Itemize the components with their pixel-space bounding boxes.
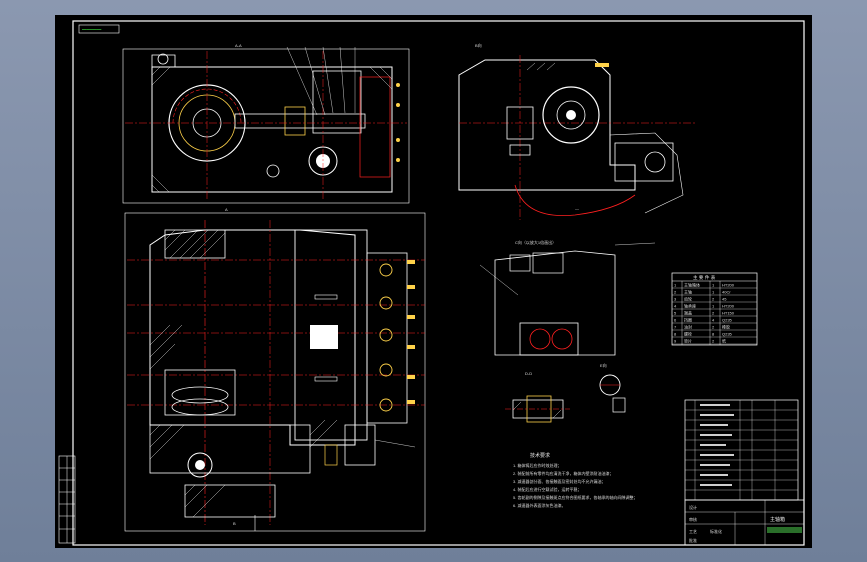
parts-table-cell: 端盖 [684,309,692,315]
parts-table-cell: 主轴箱体 [684,281,700,287]
parts-table-cell: 螺栓 [684,330,692,336]
drawing-tag [78,24,120,34]
parts-table-cell: 1 [674,282,677,287]
detail-view-c: C向（以放大1倍画出） [479,239,656,356]
side-view-label: B向 [475,42,482,48]
parts-table-cell: Q235 [722,317,733,322]
parts-table-cell: 1 [712,289,715,294]
tech-requirements: 技术要求 1. 箱体铸后应作时效处理； 2. 装配前所有零件均应清洗干净，箱体内… [513,452,637,508]
parts-table-cell: 轴承座 [684,302,696,308]
parts-table-cell: 7 [674,324,677,329]
title-row-1: 设计 [689,504,697,510]
parts-table-cell: 齿轮 [684,295,692,301]
drawing-tag-text: ━━━━━━━━ [81,27,102,32]
parts-table-cell: 9 [674,338,677,343]
tech-req-line-2: 2. 装配前所有零件均应清洗干净，箱体内壁涂耐油油漆； [513,470,613,476]
main-view-top: A-A [122,43,410,204]
tech-req-title: 技术要求 [530,452,550,459]
parts-table-cell: 主轴 [684,288,692,294]
main-view-label: A-A [235,43,242,48]
tech-req-line-6: 6. 减速器外表面涂灰色油漆。 [513,502,565,508]
section-e: E向 [599,362,626,413]
detail-view-label: C向（以放大1倍画出） [515,239,556,245]
parts-table-cell: 6 [674,317,677,322]
parts-table-cell: 1 [712,303,715,308]
title-row-4: 标准化 [710,528,722,534]
section-d-d: D-D [505,371,570,423]
tech-req-line-1: 1. 箱体铸后应作时效处理； [513,462,561,468]
parts-table-cell: 4 [674,303,677,308]
side-view: B向 — [458,42,695,220]
parts-table-cell: 橡胶 [722,323,730,329]
parts-table-cell: 1 [712,282,715,287]
parts-table-cell: 40Cr [722,289,731,294]
parts-table-cell: 3 [674,296,677,301]
parts-table-cell: 挡圈 [684,316,692,322]
parts-table-cell: 4 [712,317,715,322]
section-b-marker: B [233,521,236,526]
tech-req-line-5: 5. 齿轮副的侧隙及接触斑点应符合图纸要求，各轴承的轴向间隙调整； [513,494,637,500]
title-row-3: 工艺 [689,529,697,534]
drawing-svg: ━━━━━━━━ A-A [58,20,805,546]
parts-table-cell: 2 [712,324,715,329]
parts-table-cell: 8 [674,331,677,336]
tech-req-line-3: 3. 减速器剖分面、各接触面及密封处均不允许漏油； [513,478,605,484]
drawing-sheet: ━━━━━━━━ A-A [55,15,812,548]
revision-strip [58,455,76,544]
parts-table-title: 主 要 件 表 [693,274,716,281]
section-e-label: E向 [600,362,607,368]
parts-table-cell: 纸 [722,337,726,343]
parts-table-cell: 45 [722,296,727,301]
parts-table-cell: 8 [712,331,715,336]
front-view: A [124,207,426,532]
side-view-note: — [575,206,579,211]
title-row-5: 批准 [689,537,697,543]
parts-table-cell: 2 [712,338,715,343]
parts-table-cell: 5 [674,310,677,315]
bom-list [684,399,799,501]
parts-table-cell: 垫片 [684,337,692,343]
drawing-border [72,20,805,546]
parts-table-cell: 2 [674,289,677,294]
tech-req-line-4: 4. 装配后应进行空载试验，运转平稳； [513,486,581,492]
parts-table-cell: Q235 [722,331,733,336]
title-block-name: 主轴箱 [770,516,785,523]
section-a-marker: A [225,207,228,212]
parts-table-cell: 2 [712,310,715,315]
parts-table-cell: HT200 [722,282,735,287]
title-block: 主轴箱 设计 审核 工艺 标准化 批准 [684,499,805,546]
title-row-2: 审核 [689,516,697,522]
section-d-label: D-D [525,371,532,376]
parts-table-cell: 油封 [684,323,692,329]
parts-table-cell: HT200 [722,303,735,308]
parts-table-cell: 2 [712,296,715,301]
parts-table-cell: HT150 [722,310,735,315]
